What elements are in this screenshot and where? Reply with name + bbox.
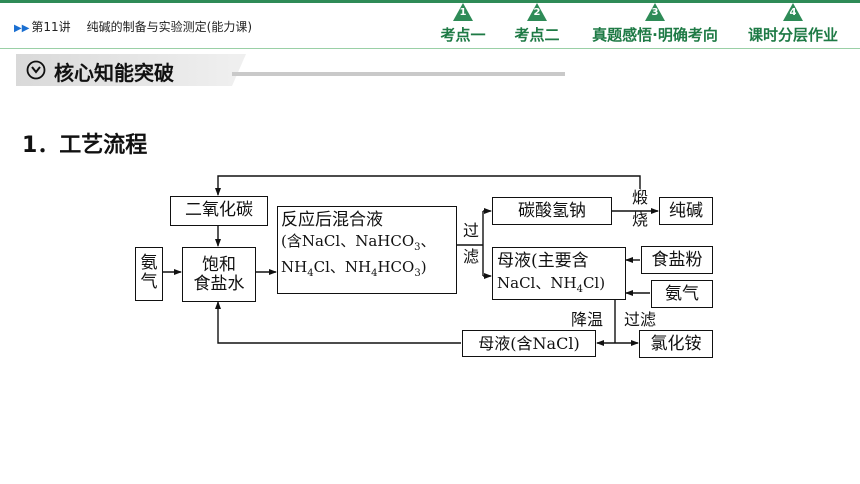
- number-badge-icon: 4: [783, 3, 803, 21]
- lesson-title: 纯碱的制备与实验测定(能力课): [86, 20, 253, 34]
- play-icon: ▶▶: [14, 23, 30, 34]
- section-banner: 核心知能突破: [16, 54, 246, 86]
- number-badge-icon: 3: [645, 3, 665, 21]
- tab-label: 考点二: [514, 26, 560, 44]
- sodium-bicarbonate-box: 碳酸氢钠: [492, 197, 612, 225]
- filter-label: 过 滤: [462, 221, 479, 266]
- ammonia-input-box: 氨 气: [135, 247, 163, 301]
- lesson-number: 第11讲: [31, 20, 71, 34]
- calcine-label: 煅 烧: [631, 188, 648, 229]
- tab-label: 考点一: [440, 26, 486, 44]
- reaction-mixture-box: 反应后混合液 (含NaCl、NaHCO3、 NH4Cl、NH4HCO3): [277, 206, 457, 294]
- salt-powder-box: 食盐粉: [641, 246, 713, 274]
- cool-label: 降温: [571, 310, 604, 329]
- saturated-brine-box: 饱和 食盐水: [182, 247, 256, 302]
- page-heading: 1．工艺流程: [22, 133, 148, 158]
- filter-label-2: 过滤: [624, 310, 657, 329]
- tab-label: 真题感悟·明确考向: [592, 26, 718, 44]
- mother-liquor-box: 母液(主要含 NaCl、NH4Cl): [492, 247, 626, 300]
- section-title: 核心知能突破: [54, 61, 174, 85]
- ammonium-chloride-box: 氯化铵: [639, 330, 713, 358]
- soda-ash-box: 纯碱: [659, 197, 713, 225]
- chevron-circle-icon: [26, 60, 46, 80]
- ammonia-gas-box: 氨气: [651, 280, 713, 308]
- number-badge-icon: 2: [527, 3, 547, 21]
- co2-box: 二氧化碳: [170, 196, 268, 226]
- breadcrumb: ▶▶第11讲 纯碱的制备与实验测定(能力课): [14, 18, 252, 35]
- mother-liquor-nacl-box: 母液(含NaCl): [462, 330, 596, 357]
- header-divider: [0, 48, 860, 49]
- tab-label: 课时分层作业: [747, 26, 838, 44]
- banner-divider: [232, 72, 565, 76]
- top-rule: [0, 0, 860, 3]
- number-badge-icon: 1: [453, 3, 473, 21]
